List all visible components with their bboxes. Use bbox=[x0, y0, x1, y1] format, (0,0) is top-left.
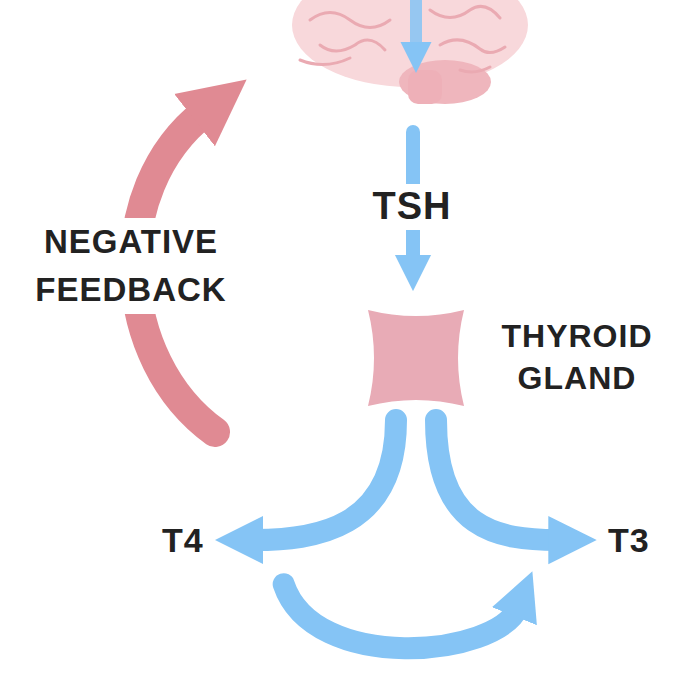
gland-shape bbox=[368, 310, 464, 406]
feedback-label: NEGATIVE FEEDBACK bbox=[14, 218, 248, 314]
hormone-name: T4 bbox=[162, 518, 204, 562]
hormone-node: T4 bbox=[162, 518, 204, 562]
hormone-name: T3 bbox=[608, 518, 650, 562]
conversion-arrow bbox=[254, 420, 396, 540]
hormone-node: T3 bbox=[608, 518, 650, 562]
brain-icon bbox=[292, 0, 528, 104]
gland-name: THYROID GLAND bbox=[482, 316, 672, 399]
hormone-label: TSH bbox=[352, 184, 472, 230]
conversion-arrow bbox=[284, 584, 518, 648]
gland-node: THYROID GLAND bbox=[368, 310, 672, 406]
conversion-arrow bbox=[436, 420, 558, 540]
